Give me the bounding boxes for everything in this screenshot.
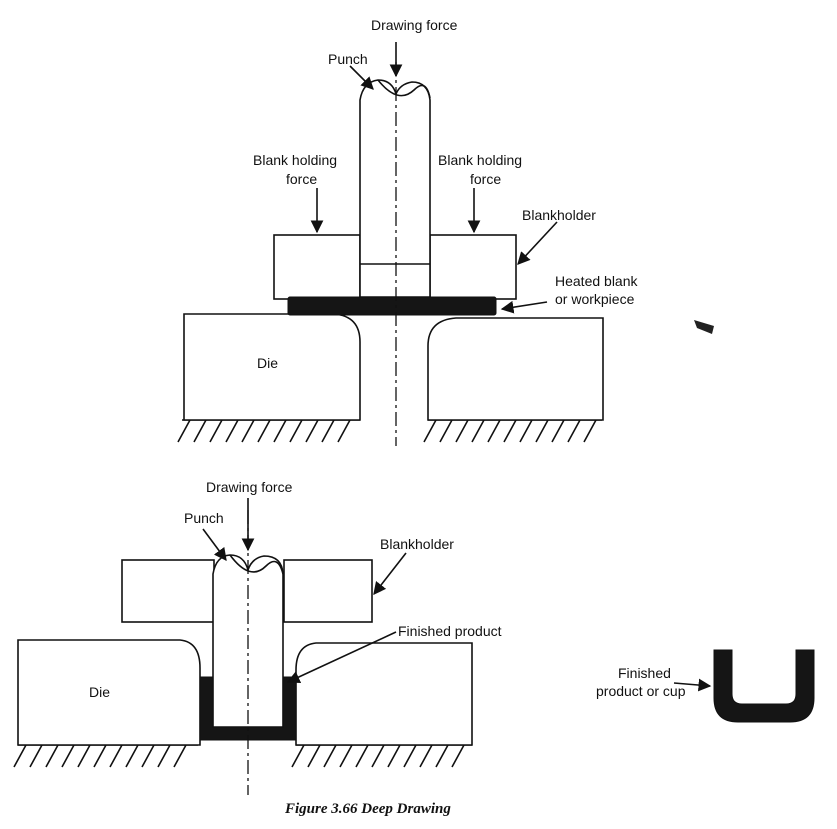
top-diagram: Drawing force Punch Blank holding force … <box>177 17 714 446</box>
cup-leader <box>673 678 712 692</box>
blankholder-left-top <box>273 234 361 300</box>
blank-holding-force-label-right-2: force <box>470 171 501 187</box>
blank-holding-force-label-right-1: Blank holding <box>438 152 522 168</box>
finished-product-leader <box>286 631 397 683</box>
figure-caption: Figure 3.66 Deep Drawing <box>284 801 451 817</box>
blankholder-left-bottom <box>121 559 215 623</box>
cup-label-2: product or cup <box>596 683 686 699</box>
heated-blank-label-2: or workpiece <box>555 291 635 307</box>
drawing-force-label-bottom: Drawing force <box>206 479 293 495</box>
heated-blank <box>287 296 497 316</box>
blank-holding-force-label-left-2: force <box>286 171 317 187</box>
cup-label-1: Finished <box>618 665 671 681</box>
ground-hatch-top <box>177 419 602 443</box>
finished-product-label-bottom: Finished product <box>398 623 502 639</box>
die-label-top: Die <box>257 355 278 371</box>
punch-leader-top <box>349 65 374 90</box>
blankholder-leader-bottom <box>373 552 407 596</box>
cup-shape <box>713 649 815 723</box>
ink-speck <box>694 320 714 334</box>
die-right-top <box>427 317 604 421</box>
heated-blank-label-1: Heated blank <box>555 273 639 289</box>
ground-hatch-bottom <box>13 744 472 768</box>
blankholder-label-top: Blankholder <box>522 207 596 223</box>
blankholder-right-bottom <box>283 559 373 623</box>
blankholder-right-top <box>429 234 517 300</box>
punch-leader-bottom <box>202 528 227 562</box>
punch-label-bottom: Punch <box>184 510 224 526</box>
blankholder-label-bottom: Blankholder <box>380 536 454 552</box>
drawing-force-label-top: Drawing force <box>371 17 458 33</box>
blankholder-leader-top <box>517 221 558 265</box>
punch-label-top: Punch <box>328 51 368 67</box>
finished-cup: Finished product or cup <box>596 649 815 723</box>
die-label-bottom: Die <box>89 684 110 700</box>
punch-top <box>359 79 431 298</box>
die-right-bottom <box>295 642 473 746</box>
heated-blank-leader <box>500 300 548 314</box>
bottom-diagram: Drawing force Punch Blankholder Finished… <box>13 479 502 795</box>
blank-holding-force-label-left-1: Blank holding <box>253 152 337 168</box>
